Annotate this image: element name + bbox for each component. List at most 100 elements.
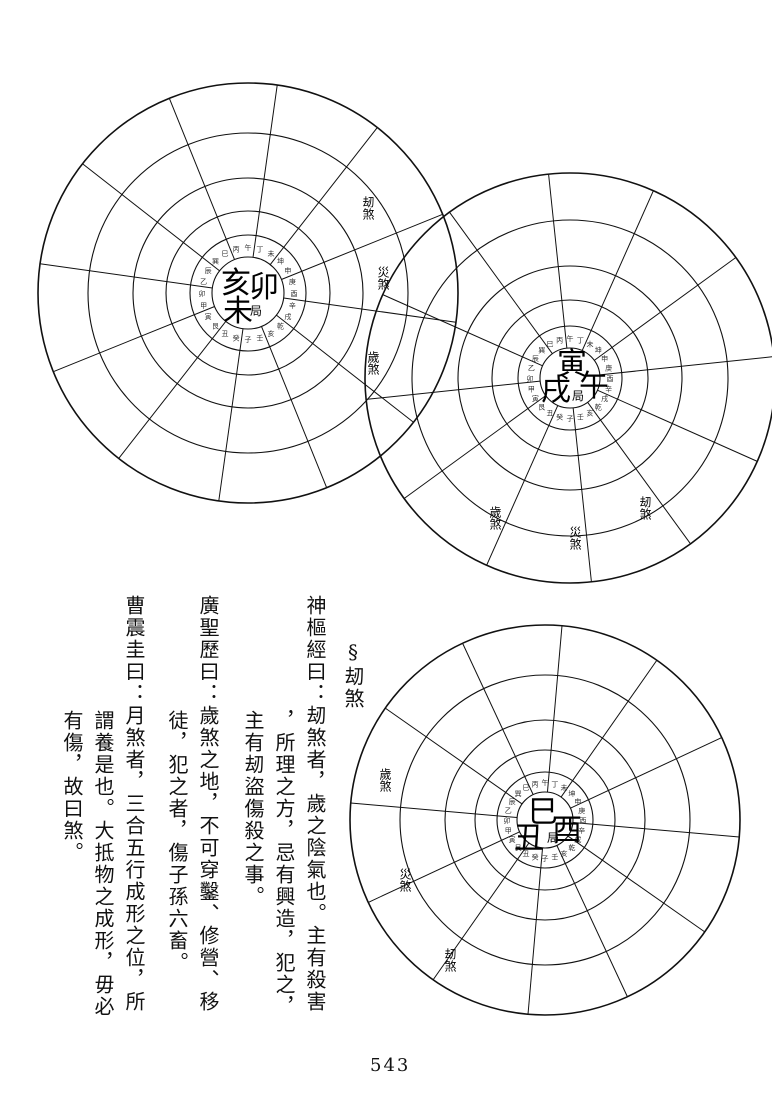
diagram-center-character: 亥: [221, 266, 251, 301]
compass-direction-label: 午: [567, 334, 574, 343]
text-column-1: 神樞經曰：刼煞者，歲之陰氣也。主有殺害: [303, 595, 327, 1013]
diagram-spoke: [53, 306, 215, 373]
compass-direction-label: 庚: [578, 806, 585, 815]
compass-direction-label: 辰: [532, 355, 539, 363]
compass-direction-label: 申: [284, 266, 291, 275]
diagram-spoke: [276, 314, 414, 423]
diagram-center-character: 酉: [552, 813, 582, 848]
diagram-center-character: 未: [223, 294, 253, 329]
compass-direction-label: 坤: [568, 789, 575, 798]
diagram-spoke: [261, 326, 328, 488]
compass-direction-label: 坤: [595, 346, 602, 355]
diagram-spoke: [593, 257, 737, 361]
diagram-sha-label: 刼煞: [443, 948, 457, 973]
compass-direction-label: 未: [587, 339, 594, 348]
diagram-ring: [444, 719, 646, 921]
diagram-spoke: [82, 163, 220, 272]
compass-direction-label: 丁: [577, 336, 584, 344]
diagram-spoke: [546, 625, 563, 793]
compass-direction-label: 酉: [580, 817, 587, 825]
diagram-spoke: [560, 659, 658, 798]
compass-direction-label: 艮: [515, 844, 522, 852]
text-column-2: ，所理之方，忌有興造，犯之，: [272, 710, 296, 1018]
diagram-ring: [165, 210, 331, 376]
compass-direction-label: 癸: [556, 413, 563, 422]
compass-direction-label: 戌: [601, 394, 608, 403]
diagram-spoke: [366, 380, 541, 400]
compass-direction-label: 巽: [515, 790, 522, 798]
diagram-spoke: [581, 190, 654, 351]
diagram-spoke: [527, 847, 544, 1015]
compass-direction-label: 庚: [605, 364, 612, 373]
diagram-spoke: [449, 211, 553, 355]
diagram-spoke: [218, 328, 244, 502]
compass-direction-label: 寅: [205, 312, 212, 321]
compass-direction-label: 乾: [568, 843, 575, 852]
compass-direction-label: 丑: [547, 410, 554, 418]
diagram-spoke: [118, 321, 227, 459]
compass-direction-label: 癸: [233, 333, 240, 342]
compass-direction-label: 寅: [532, 394, 539, 403]
diagram-spoke: [570, 737, 722, 809]
compass-direction-label: 巳: [222, 250, 229, 258]
compass-direction-label: 未: [268, 249, 275, 258]
diagram-ring: [211, 256, 285, 330]
diagram-ring: [474, 749, 616, 891]
text-column-4: 廣聖歷曰：歲煞之地，不可穿鑿、修營、移: [196, 595, 220, 1013]
compass-direction-label: 酉: [291, 290, 298, 298]
compass-direction-label: 亥: [268, 329, 275, 338]
diagram-spoke: [252, 84, 278, 258]
compass-direction-label: 巽: [538, 347, 545, 355]
diagram-sha-label: 歲煞: [366, 351, 380, 376]
compass-direction-label: 辛: [289, 301, 296, 310]
diagram-spoke: [382, 294, 543, 367]
compass-direction-label: 卯: [527, 374, 534, 383]
diagram-spoke: [368, 831, 520, 903]
diagram-center-character: 巳: [528, 795, 558, 830]
section-marker: §: [341, 640, 365, 666]
diagram-ring: [411, 219, 729, 537]
diagram-ring: [364, 172, 772, 584]
compass-direction-label: 子: [567, 415, 574, 423]
diagram-ring: [517, 325, 623, 431]
compass-direction-label: 申: [574, 797, 581, 806]
diagram-spoke: [269, 127, 378, 265]
diagram-spoke: [403, 395, 547, 499]
diagram-sha-label: 災煞: [568, 526, 582, 551]
compass-direction-label: 丁: [256, 246, 263, 254]
compass-direction-label: 乙: [200, 278, 207, 286]
text-column-5: 徒，犯之者，傷子孫六畜。: [165, 710, 189, 974]
text-column-8: 有傷，故曰煞。: [60, 710, 84, 864]
compass-direction-label: 卯: [504, 816, 511, 825]
diagram-sha-label: 歲煞: [378, 768, 392, 793]
compass-direction-label: 酉: [607, 375, 614, 383]
diagram-ring: [37, 82, 459, 504]
diagram-spoke: [548, 174, 568, 349]
compass-direction-label: 乾: [595, 402, 602, 411]
compass-direction-label: 卯: [199, 289, 206, 298]
diagram-spoke: [572, 407, 592, 582]
compass-direction-label: 壬: [256, 333, 263, 342]
diagram-ring: [132, 177, 364, 409]
diagram-spoke: [384, 707, 523, 805]
compass-direction-label: 午: [542, 778, 549, 787]
diagram-spoke: [281, 213, 443, 280]
compass-direction-label: 乙: [505, 807, 512, 815]
diagram-center-label: 局: [547, 831, 559, 845]
compass-direction-label: 辰: [205, 267, 212, 275]
diagram-spoke: [462, 643, 534, 795]
compass-direction-label: 子: [542, 855, 549, 863]
diagram-center-character: 午: [579, 369, 609, 404]
diagram-sha-label: 刼煞: [638, 496, 652, 521]
diagram-spoke: [587, 401, 691, 545]
text-column-7: 謂養是也。大抵物之成形，毋必: [91, 710, 115, 1018]
compass-direction-label: 壬: [551, 853, 558, 862]
section-title-text: 刼煞: [341, 666, 365, 710]
compass-direction-label: 甲: [200, 302, 207, 310]
compass-direction-label: 丑: [523, 850, 530, 858]
compass-direction-label: 巳: [547, 340, 554, 348]
compass-direction-label: 亥: [561, 849, 568, 858]
compass-direction-label: 丑: [222, 330, 229, 338]
diagram-sha-label: 災煞: [376, 266, 390, 291]
